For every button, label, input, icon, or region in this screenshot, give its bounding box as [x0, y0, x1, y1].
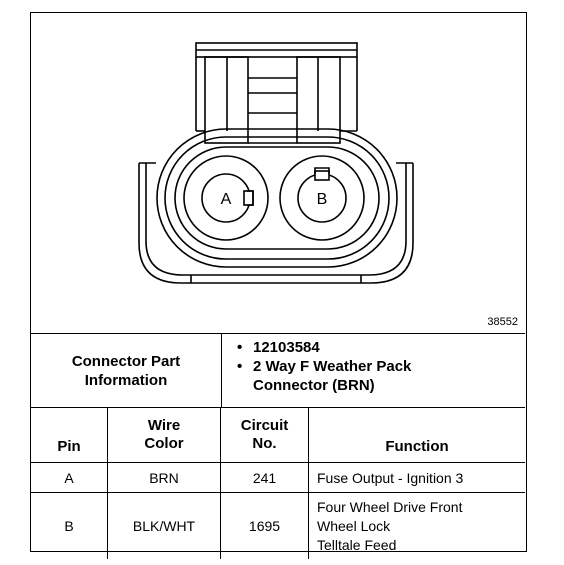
- connector-type: 2 Way F Weather Pack: [253, 358, 412, 375]
- pinout-table: Pin Wire Color Circuit No. Function A BR…: [31, 408, 525, 559]
- connector-info-label: Connector Part Information: [31, 334, 222, 407]
- pin-cell: B: [31, 493, 108, 559]
- info-item: • 2 Way F Weather Pack: [237, 357, 411, 376]
- header-function: Function: [385, 438, 449, 455]
- bullet-icon: •: [237, 358, 243, 375]
- info-item: Connector (BRN): [237, 376, 411, 395]
- info-label-line1: Connector Part: [71, 352, 181, 370]
- function-line: Telltale Feed: [317, 536, 397, 553]
- connector-body-outline: [138, 163, 414, 284]
- figure-id: 38552: [487, 316, 518, 328]
- circuit-cell: 1695: [221, 493, 309, 559]
- connector-drawing: A B: [138, 42, 414, 284]
- table-header-row: Pin Wire Color Circuit No. Function: [31, 408, 525, 463]
- pin-cell: A: [31, 463, 108, 492]
- connector-shell-inner: [174, 146, 380, 250]
- part-number: 12103584: [253, 339, 320, 356]
- info-label-line2: Information: [84, 371, 168, 389]
- header-pin: Pin: [31, 408, 108, 462]
- table-row: B BLK/WHT 1695 Four Wheel Drive Front Wh…: [31, 493, 525, 559]
- function-line: Wheel Lock: [317, 517, 391, 534]
- connector-shell-outer: [156, 128, 398, 268]
- header-circuit: Circuit No.: [221, 408, 309, 462]
- header-wire-color: Wire Color: [108, 408, 221, 462]
- cavity-a-ring: [183, 155, 269, 241]
- table-row: A BRN 241 Fuse Output - Ignition 3: [31, 463, 525, 493]
- info-item: • 12103584: [237, 338, 411, 357]
- function-cell: Four Wheel Drive Front Wheel Lock Tellta…: [309, 493, 525, 559]
- bullet-icon: •: [237, 339, 243, 356]
- pin-a-label: A: [221, 191, 232, 208]
- connector-diagram-frame: A B 38552 Connector Part Information • 1…: [30, 12, 527, 559]
- connector-info-list: • 12103584 • 2 Way F Weather Pack Connec…: [237, 338, 411, 395]
- circuit-cell: 241: [221, 463, 309, 492]
- cavity-b-ring: [279, 155, 365, 241]
- function-cell: Fuse Output - Ignition 3: [317, 469, 464, 486]
- connector-type-cont: Connector (BRN): [253, 377, 375, 394]
- pin-b-label: B: [317, 191, 328, 208]
- connector-info-section: Connector Part Information • 12103584 • …: [31, 333, 525, 408]
- wire-color-cell: BRN: [108, 463, 221, 492]
- function-line: Four Wheel Drive Front: [317, 498, 463, 515]
- wire-color-cell: BLK/WHT: [108, 493, 221, 559]
